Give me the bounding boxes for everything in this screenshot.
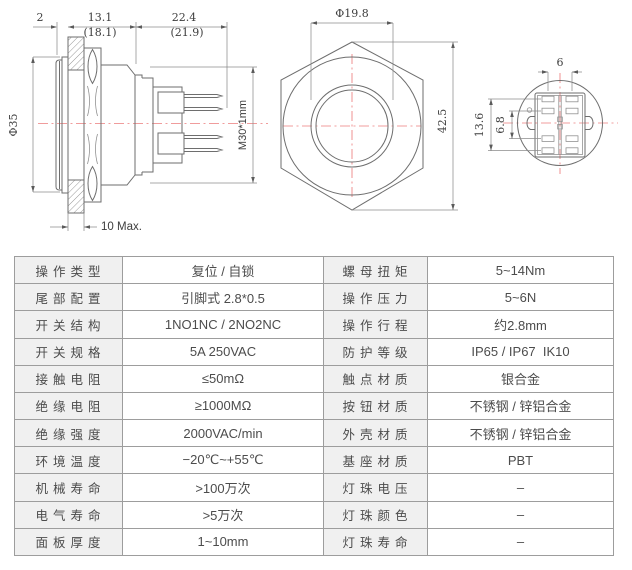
spec-value-cell: 银合金: [427, 364, 614, 393]
table-row: 接触电阻 ≤50mΩ 触点材质 银合金: [14, 364, 614, 393]
spec-label-cell: 防护等级: [323, 337, 428, 366]
spec-value-cell: 1~10mm: [122, 527, 324, 556]
dim-head-diameter: Φ35: [7, 113, 20, 136]
table-row: 操作类型 复位 / 自锁 螺母扭矩 5~14Nm: [14, 255, 614, 285]
table-row: 绝缘强度 2000VAC/min 外壳材质 不锈钢 / 锌铝合金: [14, 419, 614, 448]
terminal-slots: [541, 95, 579, 154]
spec-label-cell: 环境温度: [14, 446, 123, 475]
spec-label-cell: 螺母扭矩: [323, 255, 428, 285]
spec-value-cell: –: [427, 527, 614, 556]
spec-value-cell: –: [427, 473, 614, 502]
terminal-base-upper: [157, 91, 185, 114]
spec-label-cell: 灯珠颜色: [323, 500, 428, 529]
dim-panel-thickness: 10 Max.: [101, 221, 142, 233]
spec-label-cell: 操作类型: [14, 255, 123, 285]
spec-label-cell: 灯珠寿命: [323, 527, 428, 556]
spec-value-cell: >100万次: [122, 473, 324, 502]
spec-value-cell: 引脚式 2.8*0.5: [122, 283, 324, 312]
spec-label-cell: 触点材质: [323, 364, 428, 393]
hex-nut-side: [83, 47, 102, 203]
spec-value-cell: −20℃~+55℃: [122, 446, 324, 475]
dim-thread-spec: M30*1mm: [237, 100, 249, 150]
spec-label-cell: 绝缘强度: [14, 419, 123, 448]
dim-pin-row-pitch: 6.8: [494, 116, 507, 134]
pin-1: [183, 94, 224, 98]
dim-across-corners: 42.5: [436, 109, 449, 134]
terminal-housing: [152, 86, 183, 164]
rear-view: 6 13.6 6.8: [473, 56, 618, 174]
table-row: 机械寿命 >100万次 灯珠电压 –: [14, 473, 614, 502]
dim-rear-length: 22.4: [172, 11, 197, 24]
spec-label-cell: 开关规格: [14, 337, 123, 366]
center-key-upper: [557, 116, 563, 122]
table-row: 尾部配置 引脚式 2.8*0.5 操作压力 5~6N: [14, 283, 614, 312]
table-row: 面板厚度 1~10mm 灯珠寿命 –: [14, 527, 614, 556]
pin-4: [183, 148, 224, 152]
terminal-block-inner: [537, 95, 583, 155]
spec-label-cell: 绝缘电阻: [14, 391, 123, 421]
spec-value-cell: PBT: [427, 446, 614, 475]
spec-value-cell: 5A 250VAC: [122, 337, 324, 366]
table-row: 开关规格 5A 250VAC 防护等级 IP65 / IP67 IK10: [14, 337, 614, 366]
spec-label-cell: 按钮材质: [323, 391, 428, 421]
dim-pin-row-span: 13.6: [473, 113, 486, 138]
side-view: 2 13.1 (18.1) 22.4 (21.9) Φ35: [7, 11, 268, 233]
table-row: 电气寿命 >5万次 灯珠颜色 –: [14, 500, 614, 529]
center-key-lower: [557, 124, 563, 130]
spec-value-cell: 5~6N: [427, 283, 614, 312]
dim-front-length: 13.1: [88, 11, 113, 24]
spec-label-cell: 面板厚度: [14, 527, 123, 556]
bezel-circle: [282, 56, 422, 196]
dim-button-diameter: Φ19.8: [335, 7, 369, 20]
spec-label-cell: 接触电阻: [14, 364, 123, 393]
threaded-body: [101, 64, 136, 186]
dim-pin-column-pitch: 6: [557, 56, 564, 69]
button-flange: [61, 56, 69, 194]
pin-3: [183, 135, 224, 139]
spec-value-cell: ≤50mΩ: [122, 364, 324, 393]
spec-value-cell: –: [427, 500, 614, 529]
spec-label-cell: 操作行程: [323, 310, 428, 339]
spec-table: 操作类型 复位 / 自锁 螺母扭矩 5~14Nm 尾部配置 引脚式 2.8*0.…: [14, 255, 614, 556]
dim-head-protrusion: 2: [37, 11, 44, 24]
spec-value-cell: >5万次: [122, 500, 324, 529]
rear-body-circle: [517, 80, 603, 166]
spec-value-cell: 1NO1NC / 2NO2NC: [122, 310, 324, 339]
spec-label-cell: 机械寿命: [14, 473, 123, 502]
terminal-base-lower: [157, 132, 185, 155]
spec-label-cell: 基座材质: [323, 446, 428, 475]
spec-value-cell: 不锈钢 / 锌铝合金: [427, 391, 614, 421]
technical-drawings: 2 13.1 (18.1) 22.4 (21.9) Φ35: [7, 7, 618, 233]
button-cap: [55, 59, 62, 191]
spec-value-cell: 5~14Nm: [427, 255, 614, 285]
dim-rear-length-alt: (21.9): [170, 26, 203, 39]
locating-hole: [526, 107, 533, 113]
spec-value-cell: ≥1000MΩ: [122, 391, 324, 421]
table-row: 环境温度 −20℃~+55℃ 基座材质 PBT: [14, 446, 614, 475]
anti-rotation-tab-right: [585, 116, 594, 130]
spec-label-cell: 外壳材质: [323, 419, 428, 448]
spec-label-cell: 电气寿命: [14, 500, 123, 529]
panel-section-bottom: [67, 179, 85, 214]
button-outer-circle: [310, 84, 394, 168]
spec-value-cell: 不锈钢 / 锌铝合金: [427, 419, 614, 448]
front-view: Φ19.8 42.5: [280, 7, 458, 211]
spec-label-cell: 尾部配置: [14, 283, 123, 312]
spec-label-cell: 操作压力: [323, 283, 428, 312]
button-inner-circle: [315, 89, 389, 163]
spec-label-cell: 开关结构: [14, 310, 123, 339]
spec-value-cell: IP65 / IP67 IK10: [427, 337, 614, 366]
table-row: 开关结构 1NO1NC / 2NO2NC 操作行程 约2.8mm: [14, 310, 614, 339]
spec-value-cell: 2000VAC/min: [122, 419, 324, 448]
spec-label-cell: 灯珠电压: [323, 473, 428, 502]
spec-value-cell: 复位 / 自锁: [122, 255, 324, 285]
anti-rotation-tab-left: [526, 116, 535, 130]
pin-2: [183, 107, 224, 111]
spec-value-cell: 约2.8mm: [427, 310, 614, 339]
dim-front-length-alt: (18.1): [83, 26, 116, 39]
table-row: 绝缘电阻 ≥1000MΩ 按钮材质 不锈钢 / 锌铝合金: [14, 391, 614, 421]
terminal-block-outer: [534, 92, 586, 158]
panel-section-top: [67, 36, 85, 71]
